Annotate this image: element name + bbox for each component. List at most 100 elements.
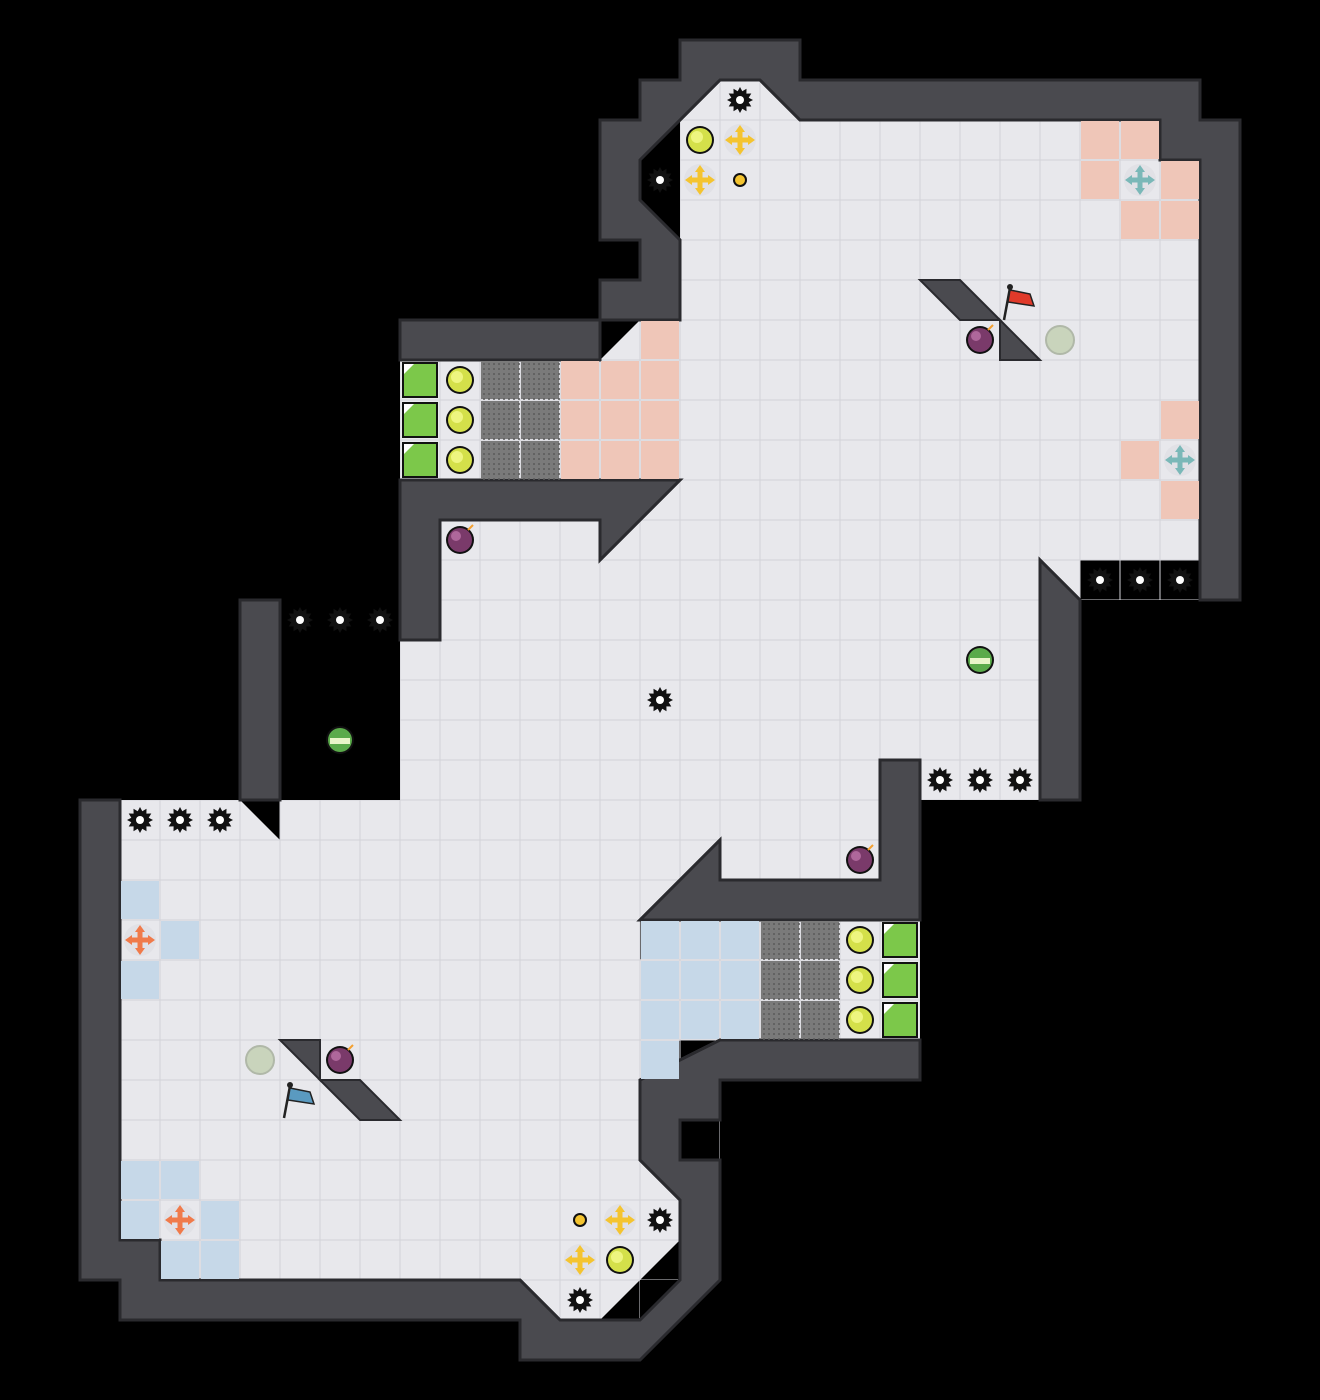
blue-team-tile bbox=[681, 1001, 719, 1039]
button-icon bbox=[446, 366, 474, 394]
switch-icon bbox=[573, 1213, 587, 1227]
blue-team-tile bbox=[161, 921, 199, 959]
red-team-tile bbox=[1161, 201, 1199, 239]
green-block-icon bbox=[402, 362, 438, 398]
spike-icon bbox=[367, 607, 393, 633]
red-team-tile bbox=[1161, 401, 1199, 439]
spike-icon bbox=[647, 167, 673, 193]
gate-tile bbox=[761, 921, 800, 960]
spike-icon bbox=[647, 687, 673, 713]
blue-boost-icon bbox=[1124, 164, 1156, 196]
bomb-icon bbox=[966, 324, 994, 354]
spike-icon bbox=[927, 767, 953, 793]
spike-icon bbox=[327, 607, 353, 633]
boost-icon bbox=[684, 164, 716, 196]
blue-boost-icon bbox=[1164, 444, 1196, 476]
red-team-tile bbox=[641, 361, 679, 399]
powerup-icon bbox=[326, 726, 354, 754]
boost-icon bbox=[604, 1204, 636, 1236]
red-team-tile bbox=[1161, 161, 1199, 199]
green-block-icon bbox=[882, 922, 918, 958]
red-team-tile bbox=[641, 321, 679, 359]
spike-icon bbox=[127, 807, 153, 833]
gate-tile bbox=[801, 961, 840, 1000]
spike-icon bbox=[647, 1207, 673, 1233]
inner-walls bbox=[277, 279, 1043, 1121]
blue-team-tile bbox=[681, 921, 719, 959]
green-block-icon bbox=[402, 402, 438, 438]
spike-icon bbox=[207, 807, 233, 833]
blue-team-tile bbox=[721, 961, 759, 999]
red-flag-icon bbox=[1002, 284, 1036, 321]
gate-tile bbox=[481, 441, 520, 480]
green-block-icon bbox=[882, 962, 918, 998]
powerup-icon bbox=[966, 646, 994, 674]
blue-team-tile bbox=[641, 1001, 679, 1039]
portal-icon bbox=[245, 1045, 275, 1075]
red-team-tile bbox=[561, 401, 599, 439]
red-team-tile bbox=[601, 401, 639, 439]
wall bbox=[636, 758, 922, 922]
boost-icon bbox=[724, 124, 756, 156]
gate-tile bbox=[761, 1001, 800, 1040]
blue-team-tile bbox=[721, 921, 759, 959]
gate-tile bbox=[481, 361, 520, 400]
gate-tile bbox=[481, 401, 520, 440]
red-team-tile bbox=[1081, 161, 1119, 199]
blue-team-tile bbox=[681, 961, 719, 999]
red-team-tile bbox=[1121, 201, 1159, 239]
wall bbox=[78, 798, 922, 1362]
wall bbox=[398, 318, 602, 362]
red-boost-icon bbox=[164, 1204, 196, 1236]
blue-team-tile bbox=[641, 961, 679, 999]
red-team-tile bbox=[601, 441, 639, 479]
wall bbox=[317, 1079, 403, 1121]
blue-team-tile bbox=[121, 961, 159, 999]
boost-icon bbox=[564, 1244, 596, 1276]
red-team-tile bbox=[641, 401, 679, 439]
red-team-tile bbox=[1121, 441, 1159, 479]
red-team-tile bbox=[1121, 121, 1159, 159]
wall bbox=[277, 1039, 321, 1083]
red-team-tile bbox=[641, 441, 679, 479]
blue-team-tile bbox=[641, 921, 679, 959]
gate-tile bbox=[761, 961, 800, 1000]
red-team-tile bbox=[561, 441, 599, 479]
button-icon bbox=[606, 1246, 634, 1274]
bomb-icon bbox=[846, 844, 874, 874]
gate-tile bbox=[521, 401, 560, 440]
gate-tile bbox=[801, 1001, 840, 1040]
gate-tile bbox=[521, 361, 560, 400]
button-icon bbox=[846, 1006, 874, 1034]
blue-team-tile bbox=[121, 1201, 159, 1239]
button-icon bbox=[846, 926, 874, 954]
green-block-icon bbox=[882, 1002, 918, 1038]
blue-team-tile bbox=[121, 881, 159, 919]
blue-team-tile bbox=[721, 1001, 759, 1039]
button-icon bbox=[446, 406, 474, 434]
blue-team-tile bbox=[201, 1241, 239, 1279]
spike-icon bbox=[1087, 567, 1113, 593]
blue-team-tile bbox=[641, 1041, 679, 1079]
spike-icon bbox=[567, 1287, 593, 1313]
gate-tile bbox=[801, 921, 840, 960]
green-block-icon bbox=[402, 442, 438, 478]
wall bbox=[238, 598, 282, 802]
spike-icon bbox=[167, 807, 193, 833]
blue-team-tile bbox=[201, 1201, 239, 1239]
bomb-icon bbox=[326, 1044, 354, 1074]
spike-icon bbox=[287, 607, 313, 633]
blue-team-tile bbox=[121, 1161, 159, 1199]
wall bbox=[1038, 556, 1082, 802]
wall bbox=[999, 317, 1043, 361]
portal-icon bbox=[1045, 325, 1075, 355]
switch-icon bbox=[733, 173, 747, 187]
blue-flag-icon bbox=[282, 1082, 316, 1119]
red-boost-icon bbox=[124, 924, 156, 956]
red-team-tile bbox=[601, 361, 639, 399]
spike-icon bbox=[1007, 767, 1033, 793]
spike-icon bbox=[1167, 567, 1193, 593]
